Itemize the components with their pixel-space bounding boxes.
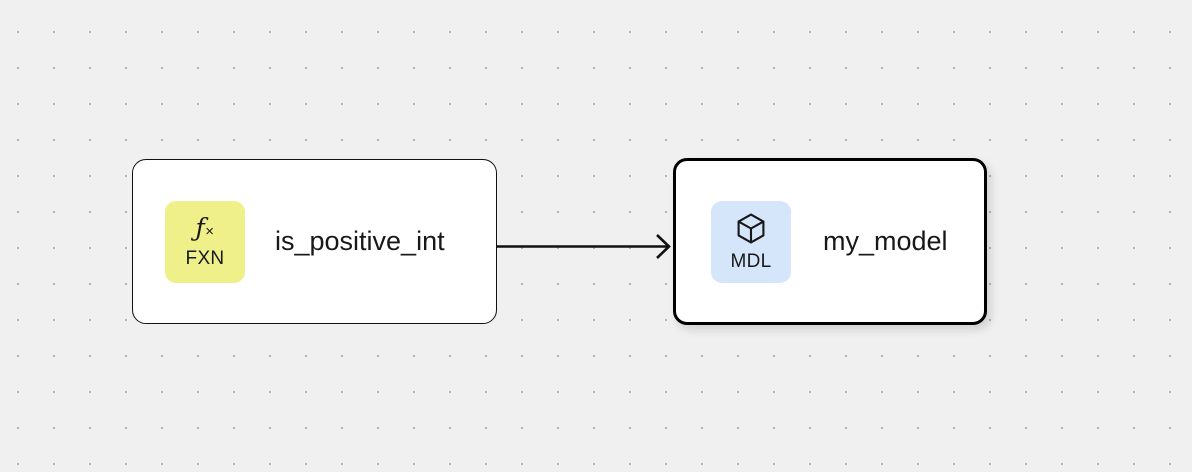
node-my-model[interactable]: MDL my_model	[673, 158, 987, 325]
node-title-fxn: is_positive_int	[275, 226, 445, 256]
edge-fxn-to-model[interactable]	[497, 234, 671, 259]
node-title-mdl: my_model	[823, 226, 948, 256]
function-icon: ƒ×	[195, 213, 215, 242]
node-badge-caption-mdl: MDL	[730, 251, 772, 272]
cube-icon	[735, 212, 767, 245]
node-badge-fxn: ƒ× FXN	[165, 200, 245, 283]
node-badge-mdl: MDL	[711, 200, 791, 283]
node-is-positive-int[interactable]: ƒ× FXN is_positive_int	[132, 159, 497, 324]
edge-arrowhead-icon	[656, 234, 671, 259]
node-badge-caption-fxn: FXN	[185, 248, 225, 269]
